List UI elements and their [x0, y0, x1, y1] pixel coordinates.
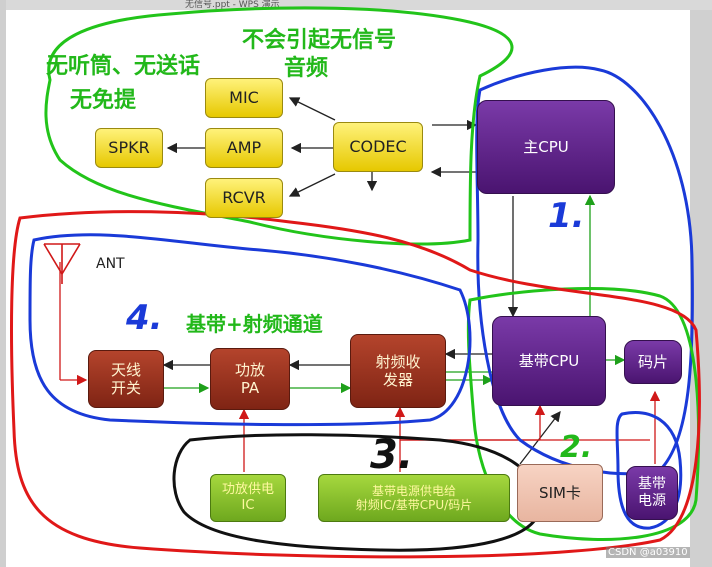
red-outline-baseband-rf [10, 210, 701, 559]
ant-label: ANT [96, 256, 125, 272]
main-cpu-label: 主CPU [523, 138, 569, 156]
antenna-switch-label: 天线 开关 [110, 361, 141, 397]
rcvr-box[interactable]: RCVR [205, 178, 283, 218]
baseband-power-label: 基带电源供电给 射频IC/基带CPU/码片 [355, 483, 473, 512]
spkr-box[interactable]: SPKR [95, 128, 163, 168]
window-title-bar: 无信号.ppt - WPS 演示 [0, 0, 712, 10]
annotation-baseband-rf: 基带+射频通道 [186, 312, 323, 336]
pa-power-ic-box[interactable]: 功放供电 IC [210, 474, 286, 522]
annotation-no-handset-line2: 无免提 [70, 88, 137, 113]
baseband-cpu-label: 基带CPU [518, 352, 580, 370]
spkr-label: SPKR [108, 138, 150, 158]
annotation-number-2: 2. [560, 430, 593, 465]
amp-label: AMP [226, 138, 262, 158]
rcvr-label: RCVR [222, 188, 266, 208]
sim-card-box[interactable]: SIM卡 [517, 464, 603, 522]
annotation-number-1: 1. [548, 196, 585, 236]
sim-card-label: SIM卡 [539, 484, 581, 502]
baseband-supply-box[interactable]: 基带 电源 [626, 466, 678, 520]
window-title: 无信号.ppt - WPS 演示 [185, 0, 280, 10]
pa-box[interactable]: 功放 PA [210, 348, 290, 410]
annotation-number-4: 4. [126, 298, 163, 338]
codec-box[interactable]: CODEC [333, 122, 423, 172]
annotation-no-handset-line1: 无听筒、无送话 [46, 54, 201, 79]
black-outline-power [172, 433, 542, 552]
antenna-switch-box[interactable]: 天线 开关 [88, 350, 164, 408]
annotation-no-signal-line1: 不会引起无信号 [242, 28, 397, 53]
mic-label: MIC [229, 88, 259, 108]
baseband-power-box[interactable]: 基带电源供电给 射频IC/基带CPU/码片 [318, 474, 510, 522]
codepiece-label: 码片 [637, 353, 668, 371]
amp-box[interactable]: AMP [205, 128, 283, 168]
rf-transceiver-label: 射频收 发器 [375, 353, 421, 389]
blue-outline-power [615, 411, 683, 530]
codec-label: CODEC [349, 137, 407, 157]
codepiece-box[interactable]: 码片 [624, 340, 682, 384]
main-cpu-box[interactable]: 主CPU [477, 100, 615, 194]
rf-transceiver-box[interactable]: 射频收 发器 [350, 334, 446, 408]
pa-power-ic-label: 功放供电 IC [221, 482, 274, 513]
watermark: CSDN @a03910 [606, 547, 690, 558]
left-edge [0, 0, 6, 567]
green-outline-audio [44, 6, 514, 246]
baseband-cpu-box[interactable]: 基带CPU [492, 316, 606, 406]
mic-box[interactable]: MIC [205, 78, 283, 118]
baseband-supply-label: 基带 电源 [638, 476, 666, 509]
scrollbar[interactable] [690, 10, 712, 567]
annotation-no-signal-line2: 音频 [284, 56, 329, 81]
annotation-number-3: 3. [370, 432, 414, 478]
pa-label: 功放 PA [234, 361, 265, 397]
antenna-icon [43, 243, 81, 284]
blue-outline-rf-channel [28, 233, 472, 427]
